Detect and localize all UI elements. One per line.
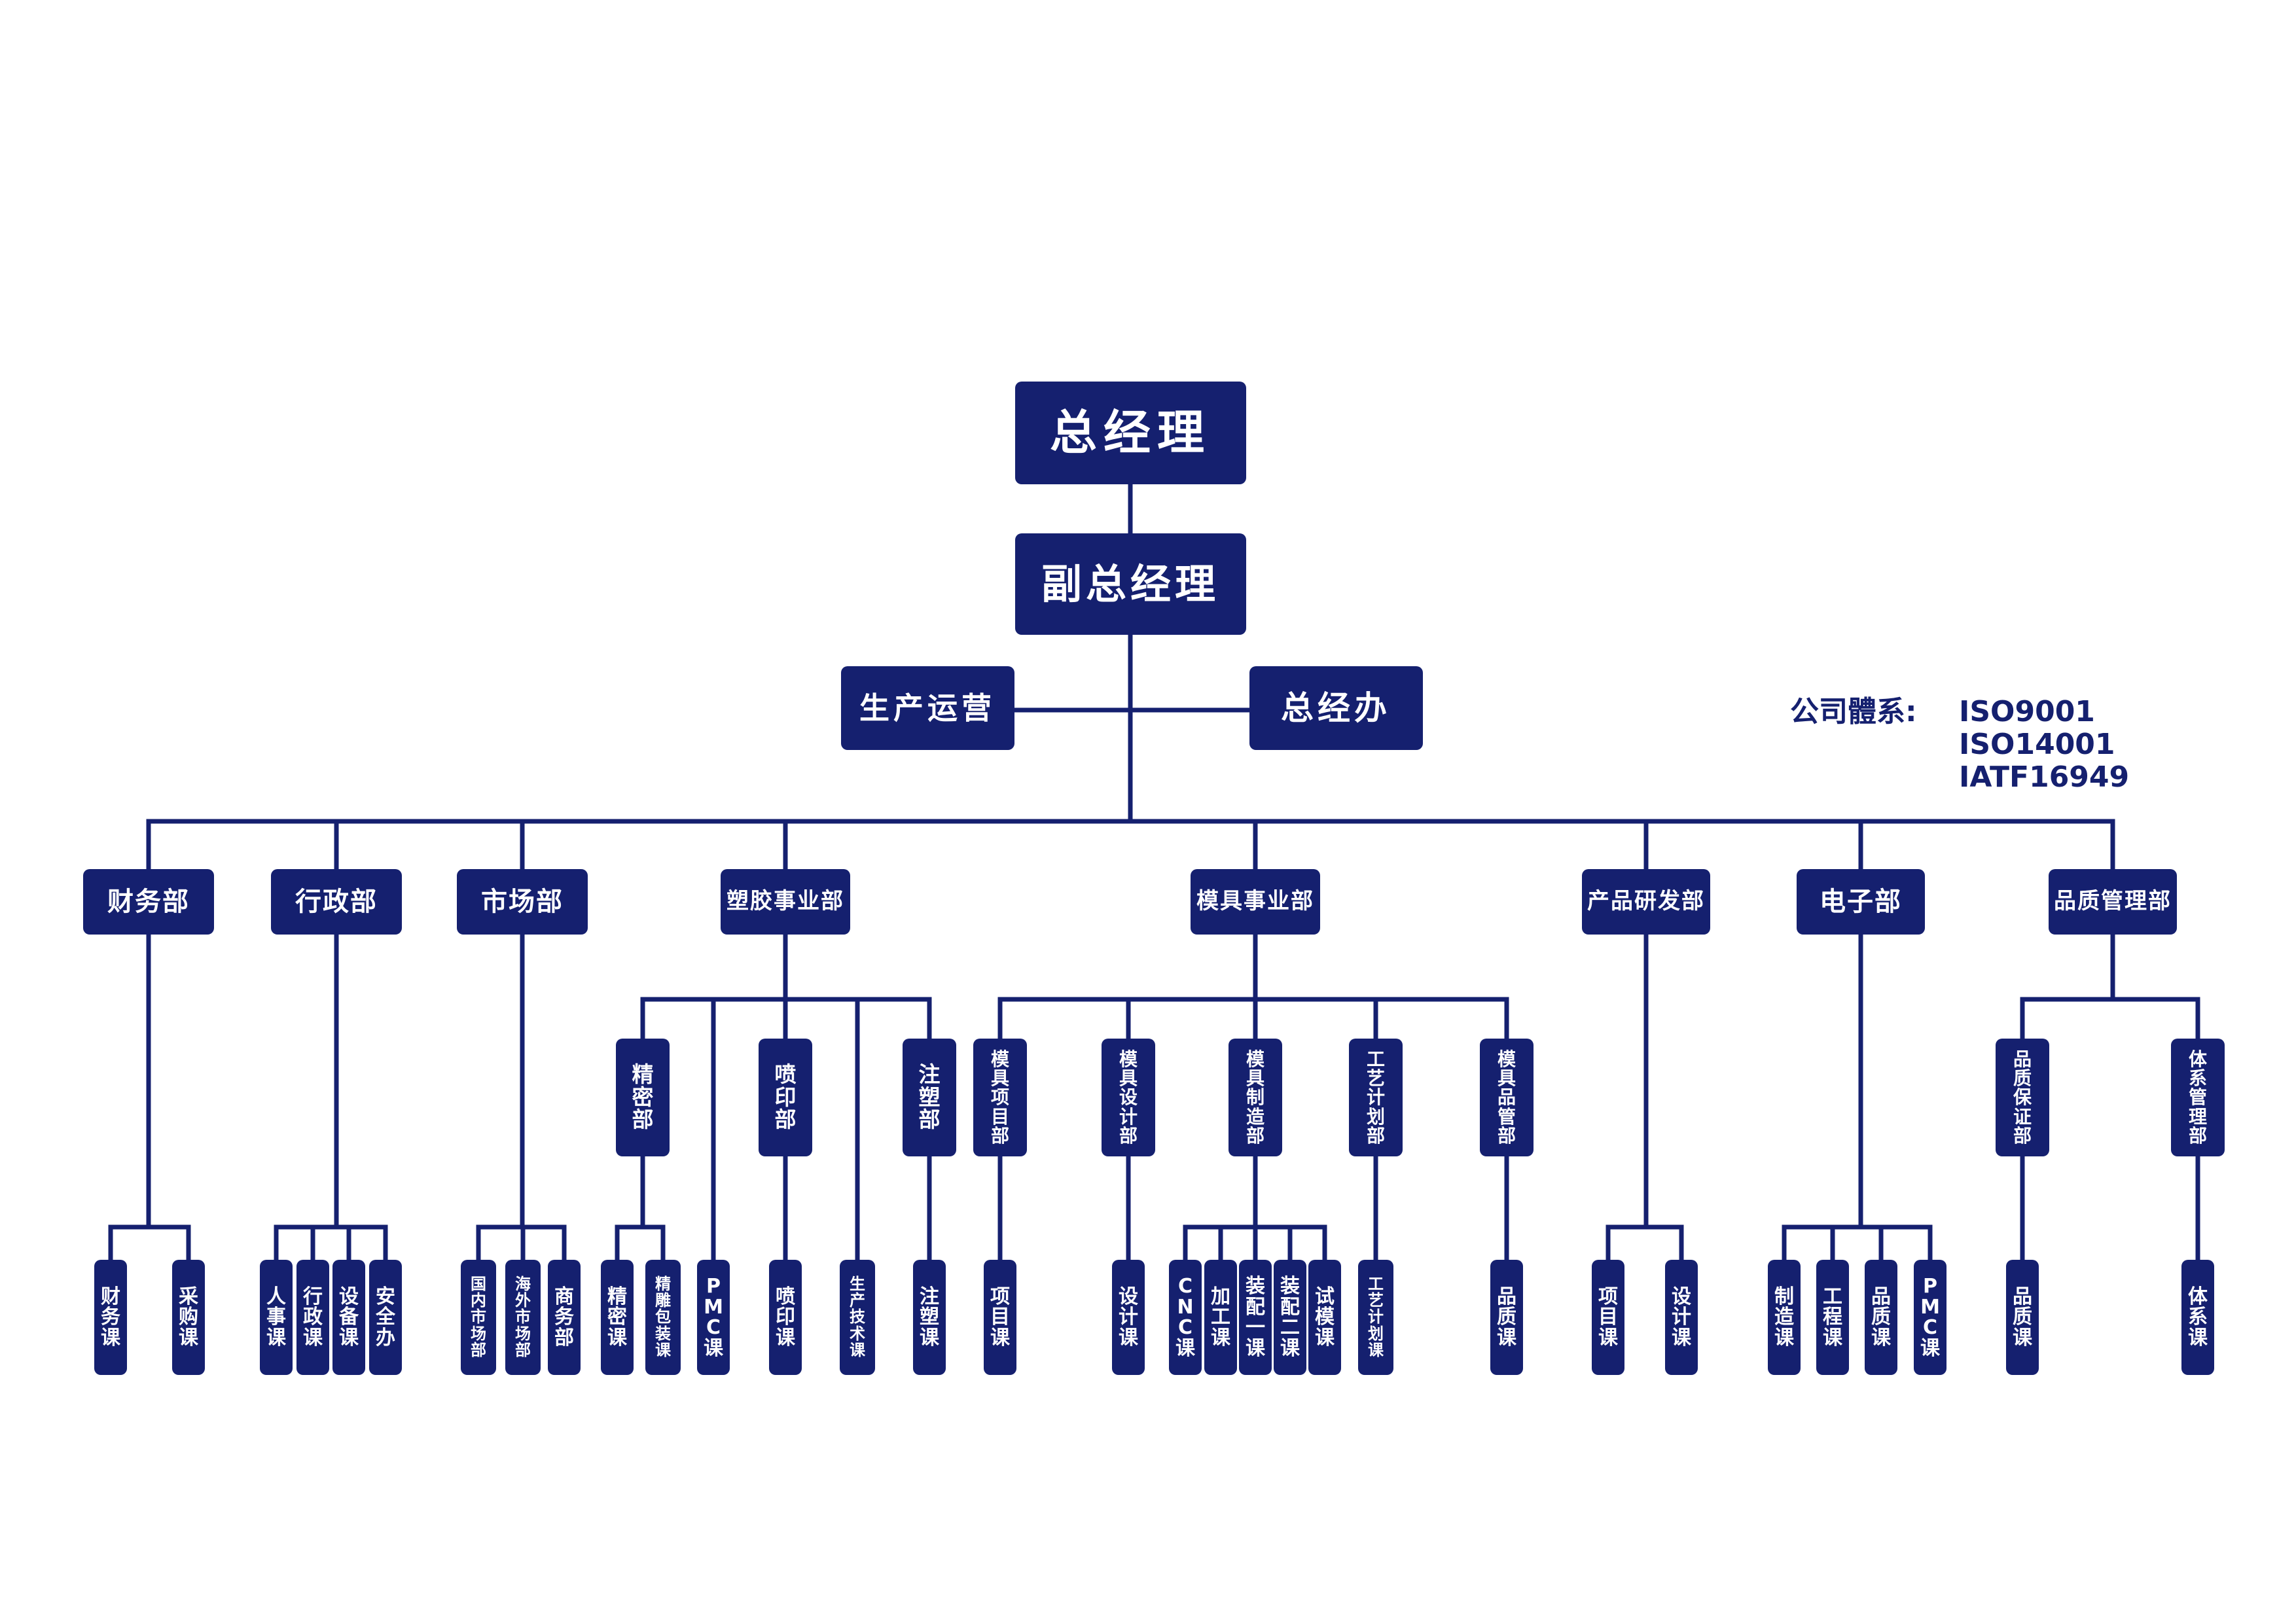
gm-office-box: 总经办 (1249, 666, 1423, 750)
subdepartment-s3: 注塑部 (903, 1039, 956, 1156)
department-d7: 电子部 (1797, 869, 1925, 935)
general-manager-box: 总经理 (1014, 382, 1246, 484)
section-c13: 喷印课 (769, 1260, 802, 1375)
section-c17: 设计课 (1112, 1260, 1145, 1375)
section-c20: 装配一课 (1239, 1260, 1272, 1375)
department-d2: 行政部 (271, 869, 402, 935)
standard-iso14001: ISO14001 (1959, 728, 2115, 761)
section-c7: 国内市场部 (461, 1260, 496, 1375)
section-c24: 品质课 (1490, 1260, 1523, 1375)
section-c10: 精密课 (601, 1260, 634, 1375)
section-c23: 工艺计划课 (1358, 1260, 1393, 1375)
section-c25: 项目课 (1592, 1260, 1624, 1375)
section-c27: 制造课 (1768, 1260, 1801, 1375)
section-c3: 人事课 (260, 1260, 293, 1375)
section-c4: 行政课 (296, 1260, 329, 1375)
section-c9: 商务部 (548, 1260, 581, 1375)
subdepartment-s2: 喷印部 (759, 1039, 812, 1156)
subdepartment-s9: 品质保证部 (1996, 1039, 2049, 1156)
section-c32: 体系课 (2181, 1260, 2214, 1375)
subdepartment-s4: 模具项目部 (973, 1039, 1027, 1156)
section-c16: 项目课 (984, 1260, 1016, 1375)
section-c14: 生产技术课 (840, 1260, 875, 1375)
department-d4: 塑胶事业部 (721, 869, 850, 935)
subdepartment-s6: 模具制造部 (1229, 1039, 1282, 1156)
section-c19: 加工课 (1204, 1260, 1237, 1375)
section-c5: 设备课 (332, 1260, 365, 1375)
department-d6: 产品研发部 (1582, 869, 1710, 935)
standard-iatf16949: IATF16949 (1959, 760, 2130, 794)
section-c6: 安全办 (369, 1260, 402, 1375)
subdepartment-s7: 工艺计划部 (1349, 1039, 1403, 1156)
department-d1: 财务部 (83, 869, 214, 935)
department-d3: 市场部 (457, 869, 588, 935)
vice-general-manager-box: 副总经理 (1014, 533, 1246, 635)
subdepartment-s5: 模具设计部 (1102, 1039, 1155, 1156)
section-c26: 设计课 (1665, 1260, 1698, 1375)
department-d8: 品质管理部 (2049, 869, 2177, 935)
production-operations-box: 生产运营 (840, 666, 1014, 750)
section-c28: 工程课 (1816, 1260, 1849, 1375)
section-c22: 试模课 (1308, 1260, 1341, 1375)
section-c8: 海外市场部 (505, 1260, 541, 1375)
section-c29: 品质课 (1865, 1260, 1897, 1375)
section-c31: 品质课 (2006, 1260, 2039, 1375)
subdepartment-s10: 体系管理部 (2171, 1039, 2225, 1156)
section-c15: 注塑课 (913, 1260, 946, 1375)
section-c1: 财务课 (94, 1260, 127, 1375)
section-c11: 精雕包装课 (645, 1260, 681, 1375)
company-system-label: 公司體系: (1790, 695, 1917, 728)
section-c21: 装配二课 (1274, 1260, 1306, 1375)
department-d5: 模具事业部 (1191, 869, 1320, 935)
standard-iso9001: ISO9001 (1959, 695, 2095, 728)
subdepartment-s1: 精密部 (616, 1039, 670, 1156)
section-c2: 采购课 (172, 1260, 205, 1375)
subdepartment-s8: 模具品管部 (1480, 1039, 1534, 1156)
